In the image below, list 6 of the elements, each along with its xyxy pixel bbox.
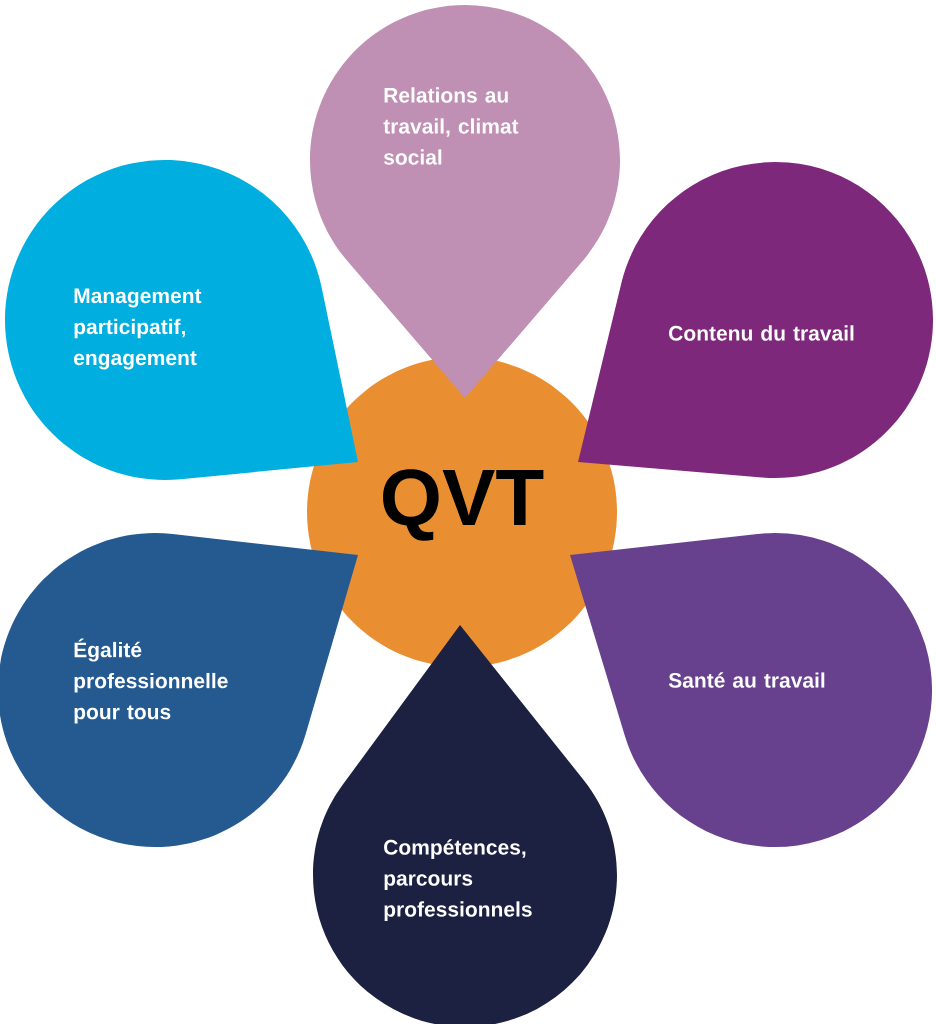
petal: Contenu du travail bbox=[578, 162, 933, 478]
petal: Santé au travail bbox=[570, 533, 932, 847]
petal: Égalité professionnelle pour tous bbox=[0, 533, 358, 847]
petal: Compétences, parcours professionnels bbox=[313, 625, 617, 1024]
petal: Management participatif, engagement bbox=[5, 160, 358, 480]
petal: Relations au travail, climat social bbox=[310, 5, 620, 398]
